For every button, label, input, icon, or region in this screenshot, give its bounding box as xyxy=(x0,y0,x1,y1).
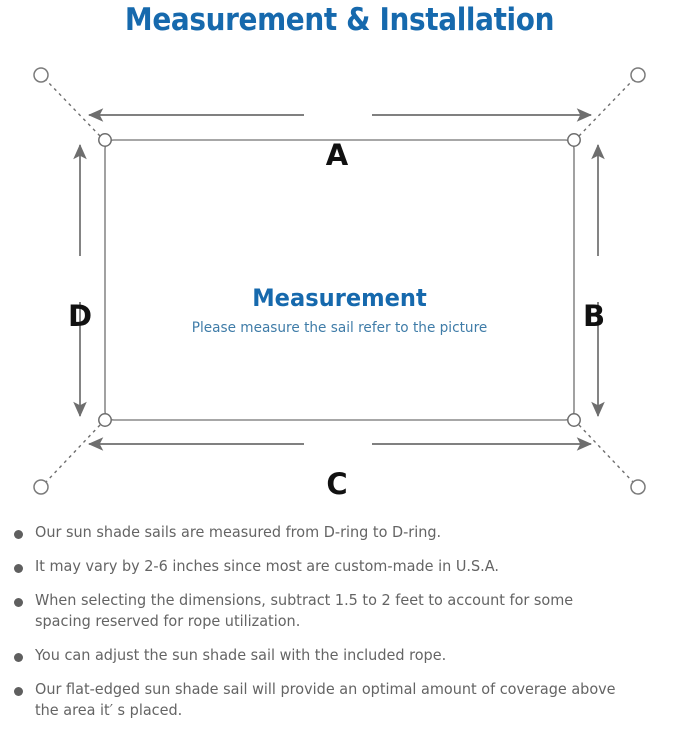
list-item: Our sun shade sails are measured from D-… xyxy=(12,522,661,556)
bullet-icon xyxy=(14,564,23,573)
note-text: Our sun shade sails are measured from D-… xyxy=(35,523,442,541)
diagram-center-subtitle: Please measure the sail refer to the pic… xyxy=(191,320,488,336)
rope-bottom-left xyxy=(45,424,101,483)
list-item: When selecting the dimensions, subtract … xyxy=(12,590,661,645)
bullet-icon xyxy=(14,653,23,662)
bullet-icon xyxy=(14,598,23,607)
dimension-label-b: B xyxy=(582,299,606,333)
measurement-diagram: Measurement Please measure the sail refe… xyxy=(0,44,679,514)
dimension-label-a: A xyxy=(325,138,349,172)
bullet-icon xyxy=(14,687,23,696)
page-title: Measurement & Installation xyxy=(124,2,555,38)
note-text: When selecting the dimensions, subtract … xyxy=(35,591,574,630)
d-ring-bottom-left xyxy=(98,413,112,427)
anchor-point-bottom-left xyxy=(33,479,49,495)
anchor-point-bottom-right xyxy=(630,479,646,495)
list-item: You can adjust the sun shade sail with t… xyxy=(12,645,661,679)
d-ring-top-right xyxy=(567,133,581,147)
note-text: You can adjust the sun shade sail with t… xyxy=(35,646,447,664)
rope-bottom-right xyxy=(578,424,634,483)
d-ring-top-left xyxy=(98,133,112,147)
list-item: It may vary by 2-6 inches since most are… xyxy=(12,556,661,590)
anchor-point-top-left xyxy=(33,67,49,83)
notes-list: Our sun shade sails are measured from D-… xyxy=(0,522,679,734)
bullet-icon xyxy=(14,530,23,539)
diagram-center-title: Measurement xyxy=(252,284,427,312)
note-text: Our flat-edged sun shade sail will provi… xyxy=(35,680,616,719)
sail-rectangle xyxy=(104,139,575,421)
dimension-label-d: D xyxy=(67,299,93,333)
list-item: Our flat-edged sun shade sail will provi… xyxy=(12,679,661,734)
rope-top-left xyxy=(45,79,101,137)
dimension-label-c: C xyxy=(326,467,348,501)
anchor-point-top-right xyxy=(630,67,646,83)
d-ring-bottom-right xyxy=(567,413,581,427)
rope-top-right xyxy=(578,79,634,137)
diagram-svg xyxy=(33,67,646,495)
note-text: It may vary by 2-6 inches since most are… xyxy=(35,557,499,575)
